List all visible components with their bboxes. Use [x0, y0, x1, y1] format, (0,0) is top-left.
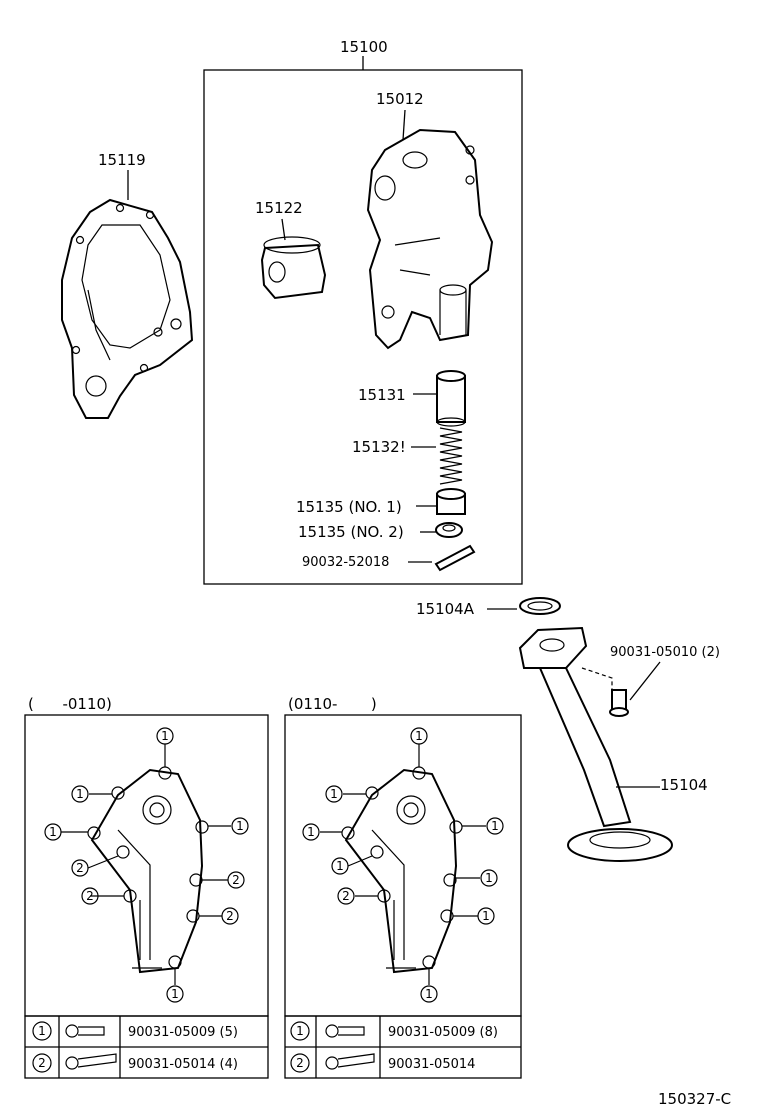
label-gasket: 15119	[98, 151, 146, 169]
long-bolt-icon	[325, 1053, 375, 1070]
left-variant: ( -0110) 1 1 1 1 2 2 2 2 1	[24, 695, 269, 1079]
short-bolt-icon	[65, 1024, 105, 1038]
long-bolt-icon	[65, 1053, 117, 1070]
label-retainer-2: 15135 (NO. 2)	[298, 523, 404, 541]
gasket-part: 15119	[61, 151, 194, 419]
svg-text:2: 2	[38, 1056, 46, 1070]
drawing-number: 150327-C	[658, 1090, 731, 1108]
svg-text:1: 1	[236, 819, 244, 833]
oring-part: 15104A	[416, 597, 561, 618]
svg-text:1: 1	[296, 1024, 304, 1038]
assembly-group: 15100	[203, 38, 523, 585]
strainer-part: 15104	[518, 626, 708, 862]
svg-text:1: 1	[161, 729, 169, 743]
svg-text:1: 1	[307, 825, 315, 839]
svg-text:1: 1	[415, 729, 423, 743]
right-range-label: (0110- )	[288, 695, 377, 713]
svg-text:1: 1	[336, 859, 344, 873]
label-spring: 15132!	[352, 438, 406, 456]
right-table-row-2: 2 90031-05014	[290, 1053, 475, 1073]
rotor-part: 15122	[255, 199, 327, 300]
label-valve: 15131	[358, 386, 406, 404]
svg-text:1: 1	[49, 825, 57, 839]
svg-text:2: 2	[76, 861, 84, 875]
svg-text:1: 1	[171, 987, 179, 1001]
right-variant: (0110- ) 1 1 1 1 1 2 1 1 1 1	[284, 695, 522, 1079]
svg-text:90031-05014: 90031-05014	[388, 1057, 475, 1072]
left-table-row-1: 1 90031-05009 (5)	[32, 1021, 238, 1041]
svg-text:1: 1	[425, 987, 433, 1001]
left-table-row-2: 2 90031-05014 (4)	[32, 1053, 238, 1073]
svg-text:1: 1	[485, 871, 493, 885]
svg-text:90031-05009 (8): 90031-05009 (8)	[388, 1025, 498, 1040]
retainer-no1-part: 15135 (NO. 1)	[296, 488, 466, 516]
retainer-no2-part: 15135 (NO. 2)	[298, 522, 463, 541]
svg-text:2: 2	[296, 1056, 304, 1070]
label-pin: 90032-52018	[302, 555, 389, 570]
label-rotor: 15122	[255, 199, 303, 217]
svg-text:1: 1	[482, 909, 490, 923]
bolt-part: 90031-05010 (2)	[581, 645, 720, 717]
short-bolt-icon	[325, 1024, 365, 1038]
svg-text:1: 1	[38, 1024, 46, 1038]
label-strainer: 15104	[660, 776, 708, 794]
right-table-row-1: 1 90031-05009 (8)	[290, 1021, 498, 1041]
label-assembly: 15100	[340, 38, 388, 56]
svg-text:90031-05014 (4): 90031-05014 (4)	[128, 1057, 238, 1072]
svg-text:90031-05009 (5): 90031-05009 (5)	[128, 1025, 238, 1040]
spring-part: 15132!	[352, 427, 463, 485]
label-body: 15012	[376, 90, 424, 108]
pin-part: 90032-52018	[302, 544, 476, 572]
left-range-label: ( -0110)	[28, 695, 112, 713]
relief-valve-part: 15131	[358, 370, 466, 427]
svg-text:1: 1	[330, 787, 338, 801]
svg-text:2: 2	[232, 873, 240, 887]
svg-text:1: 1	[491, 819, 499, 833]
svg-text:2: 2	[226, 909, 234, 923]
svg-text:2: 2	[86, 889, 94, 903]
pump-body-part: 15012	[366, 90, 494, 350]
label-bolt: 90031-05010 (2)	[610, 645, 720, 660]
svg-text:2: 2	[342, 889, 350, 903]
label-oring: 15104A	[416, 600, 475, 618]
label-retainer-1: 15135 (NO. 1)	[296, 498, 402, 516]
svg-text:1: 1	[76, 787, 84, 801]
